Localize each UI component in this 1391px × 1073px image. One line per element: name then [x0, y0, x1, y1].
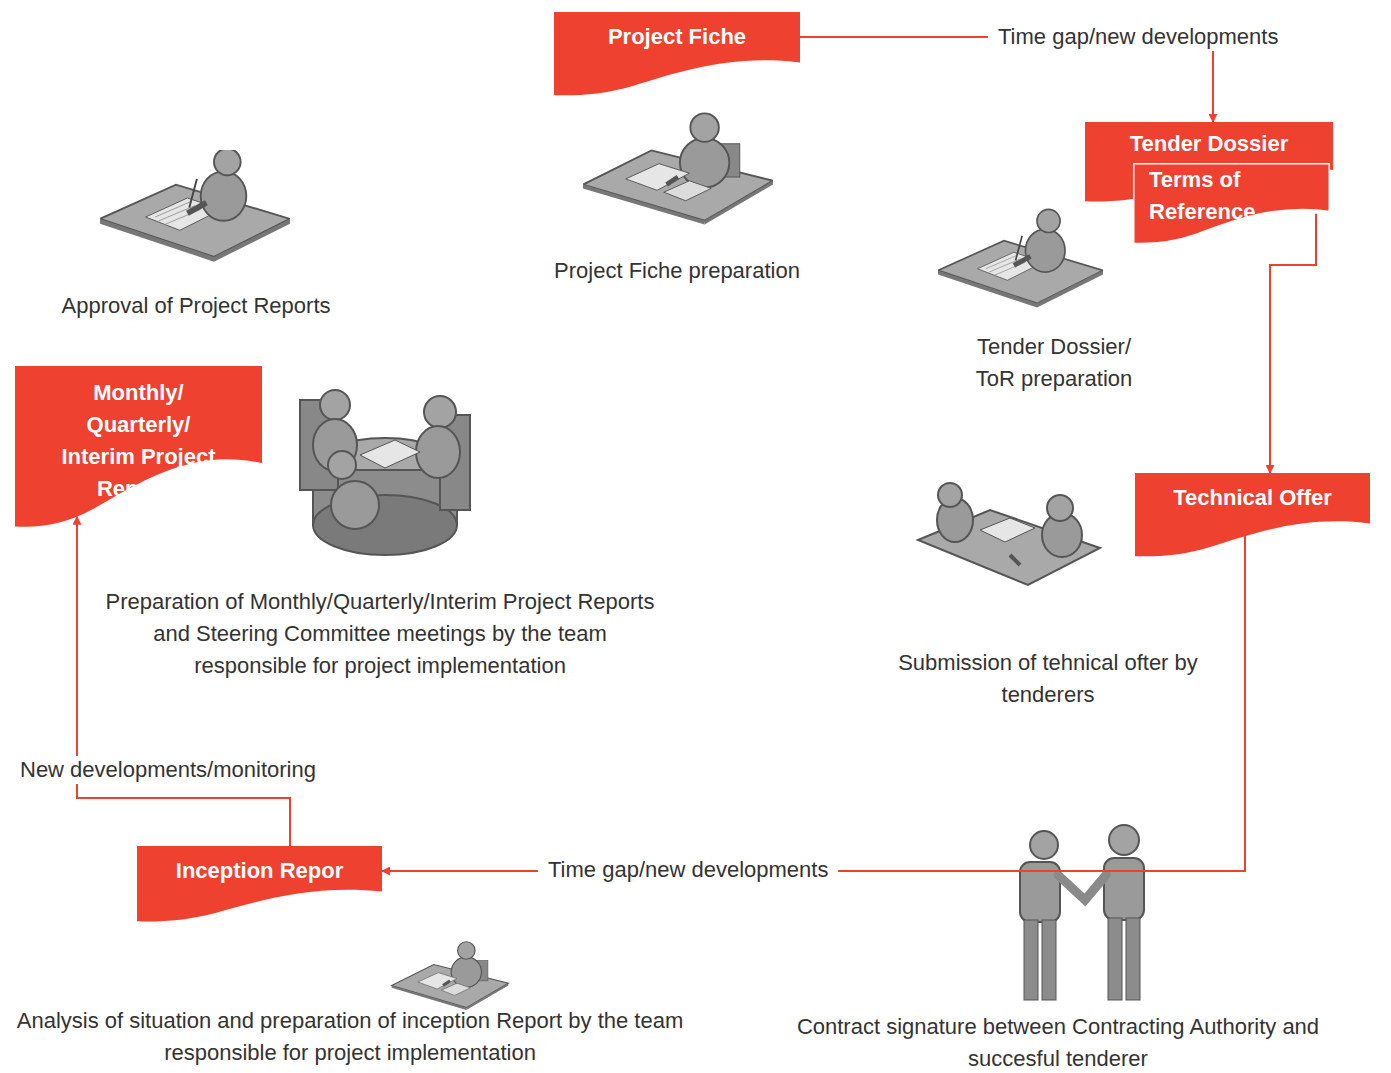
meeting-icon	[300, 390, 470, 555]
banner-node: Terms of Reference	[1133, 163, 1330, 245]
caption-label: Tender Dossier/ ToR preparation	[963, 331, 1145, 395]
banner-title: Tender Dossier	[1130, 128, 1289, 160]
banner-text-area: Monthly/ Quarterly/ Interim Project Repo…	[15, 366, 262, 516]
banner-node: Monthly/ Quarterly/ Interim Project Repo…	[15, 366, 262, 528]
caption-label: Approval of Project Reports	[20, 290, 372, 322]
banner-text-area: Tender Dossier	[1085, 122, 1333, 166]
caption-label: Project Fiche preparation	[497, 255, 857, 287]
banner-outline	[15, 366, 262, 527]
caption-label: Submission of tehnical ofter by tenderer…	[868, 647, 1228, 711]
banner-shape	[137, 846, 382, 922]
desk-worker-icon	[392, 942, 509, 1010]
caption-label: Analysis of situation and preparation of…	[0, 1005, 700, 1069]
banner-title: Terms of Reference	[1149, 164, 1322, 228]
caption-label: Contract signature between Contracting A…	[770, 1011, 1346, 1073]
banner-text-area: Project Fiche	[554, 12, 800, 62]
writer-icon	[938, 209, 1103, 307]
banner-outline	[1135, 473, 1370, 556]
banner-title: Technical Offer	[1173, 482, 1332, 514]
flow-connector	[77, 517, 290, 846]
edge-label: New developments/monitoring	[10, 756, 326, 784]
banner-node: Technical Offer	[1135, 473, 1370, 557]
banner-title: Inception Repor	[176, 855, 343, 887]
banner-title: Project Fiche	[608, 21, 746, 53]
submission-icon	[918, 483, 1100, 585]
banner-node: Inception Repor	[137, 846, 382, 922]
banner-text-area: Technical Offer	[1135, 473, 1370, 523]
banner-text-area: Terms of Reference	[1133, 163, 1330, 229]
banner-text-area: Inception Repor	[137, 846, 382, 896]
banner-outline	[1133, 163, 1330, 244]
banner-title: Monthly/ Quarterly/ Interim Project Repo…	[49, 377, 228, 505]
desk-worker-icon	[583, 113, 773, 224]
flow-connector	[1270, 214, 1316, 473]
edge-label: Time gap/new developments	[538, 856, 838, 884]
banner-outline	[137, 846, 382, 921]
banner-outline	[554, 12, 800, 95]
caption-label: Preparation of Monthly/Quarterly/Interim…	[95, 586, 665, 682]
edge-label: Time gap/new developments	[988, 23, 1288, 51]
flow-connector	[382, 528, 1245, 871]
handshake-icon	[1020, 825, 1144, 1000]
writer-icon	[100, 149, 290, 262]
banner-node: Project Fiche	[554, 12, 800, 96]
